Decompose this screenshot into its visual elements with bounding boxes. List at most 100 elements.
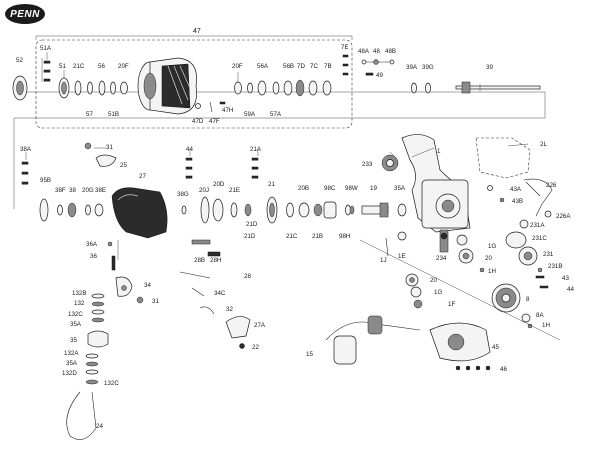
part-231B <box>537 267 543 273</box>
label-31-mid: 31 <box>152 298 159 305</box>
part-57A <box>272 81 280 95</box>
part-1G-b <box>410 286 422 298</box>
label-51B: 51B <box>108 111 119 118</box>
label-21B: 21B <box>312 233 323 240</box>
label-27A: 27A <box>254 322 266 329</box>
label-226A: 226A <box>556 213 571 220</box>
label-34C: 34C <box>214 290 226 297</box>
label-38G: 38G <box>177 191 189 198</box>
label-98W: 98W <box>345 185 358 192</box>
spool-group-box <box>35 39 353 129</box>
label-20-b: 20 <box>430 277 437 284</box>
label-46: 46 <box>500 366 507 373</box>
label-35A-mid: 35A <box>70 321 82 328</box>
label-47H: 47H <box>222 107 233 114</box>
part-234 <box>439 229 449 253</box>
screws-51A <box>41 58 51 82</box>
label-38A: 38A <box>20 146 32 153</box>
part-231A <box>519 219 529 229</box>
washer-stack <box>85 293 109 385</box>
label-2L: 2L <box>540 141 547 148</box>
label-21D-a: 21D <box>246 221 258 228</box>
label-24: 24 <box>96 423 103 430</box>
part-43 <box>535 275 545 279</box>
part-39A <box>411 82 417 94</box>
part-95B <box>39 198 49 222</box>
part-98C <box>323 201 337 219</box>
label-21: 21 <box>268 181 275 188</box>
part-1J <box>397 231 407 241</box>
label-38: 38 <box>69 187 76 194</box>
label-38F: 38F <box>55 187 66 194</box>
label-51A: 51A <box>40 45 52 52</box>
label-39A: 39A <box>406 64 418 71</box>
label-36: 36 <box>90 253 97 260</box>
label-48B: 48B <box>385 48 396 55</box>
label-98H: 98H <box>339 233 350 240</box>
handle-15 <box>325 315 421 365</box>
body-1 <box>381 134 471 233</box>
part-226A <box>544 210 552 218</box>
label-39: 39 <box>486 64 493 71</box>
label-21E: 21E <box>229 187 240 194</box>
part-56 <box>98 80 106 96</box>
part-25 <box>95 154 117 167</box>
part-8A <box>521 313 531 323</box>
label-56B: 56B <box>283 63 294 70</box>
label-20B: 20B <box>298 185 309 192</box>
label-28B: 28B <box>194 257 205 264</box>
label-20-a: 20 <box>485 255 492 262</box>
label-132: 132 <box>74 300 85 307</box>
part-20D <box>212 198 224 222</box>
screws-7E <box>342 54 349 76</box>
label-25: 25 <box>120 162 127 169</box>
label-20J: 20J <box>199 187 209 194</box>
part-43B <box>499 197 505 203</box>
label-51: 51 <box>59 63 66 70</box>
part-47D <box>195 103 201 109</box>
label-20F-top: 20F <box>118 63 129 70</box>
part-38G <box>181 205 187 215</box>
label-1G: 1G <box>488 243 496 250</box>
part-1G <box>456 234 468 246</box>
label-20D: 20D <box>213 181 225 188</box>
label-47: 47 <box>193 28 201 35</box>
label-35A-top: 35A <box>394 185 406 192</box>
label-22: 22 <box>252 344 259 351</box>
part-7C <box>308 80 318 96</box>
label-21A: 21A <box>250 146 262 153</box>
part-32 <box>199 306 215 315</box>
part-36 <box>111 255 116 271</box>
label-44: 44 <box>186 146 193 153</box>
brand-text: PENN <box>10 8 40 20</box>
label-7B: 7B <box>324 63 332 70</box>
screws-44 <box>185 157 193 179</box>
housing-27 <box>111 187 168 239</box>
main-shaft-39 <box>455 81 541 94</box>
label-44-r: 44 <box>567 286 574 293</box>
label-98C: 98C <box>324 185 336 192</box>
axis-line-top <box>13 91 546 209</box>
part-56B <box>283 80 293 96</box>
label-8A: 8A <box>536 312 544 319</box>
bail-wire-24 <box>66 391 97 440</box>
label-27: 27 <box>139 173 146 180</box>
part-47H <box>219 101 226 105</box>
label-49: 49 <box>376 72 383 79</box>
part-7B <box>322 80 332 96</box>
label-43: 43 <box>562 275 569 282</box>
label-43B: 43B <box>512 198 523 205</box>
label-20G: 20G <box>82 187 94 194</box>
label-31-top: 31 <box>106 144 113 151</box>
part-34C <box>191 287 205 297</box>
label-20F-mid: 20F <box>232 63 243 70</box>
label-132D: 132D <box>62 370 77 377</box>
label-28H: 28H <box>210 257 221 264</box>
label-1J: 1J <box>380 257 387 264</box>
part-51B <box>110 81 116 95</box>
label-1H-a: 1H <box>488 268 496 275</box>
label-38E: 38E <box>95 187 106 194</box>
part-39G <box>425 82 431 94</box>
part-2L <box>475 137 531 179</box>
part-20J <box>200 196 210 224</box>
